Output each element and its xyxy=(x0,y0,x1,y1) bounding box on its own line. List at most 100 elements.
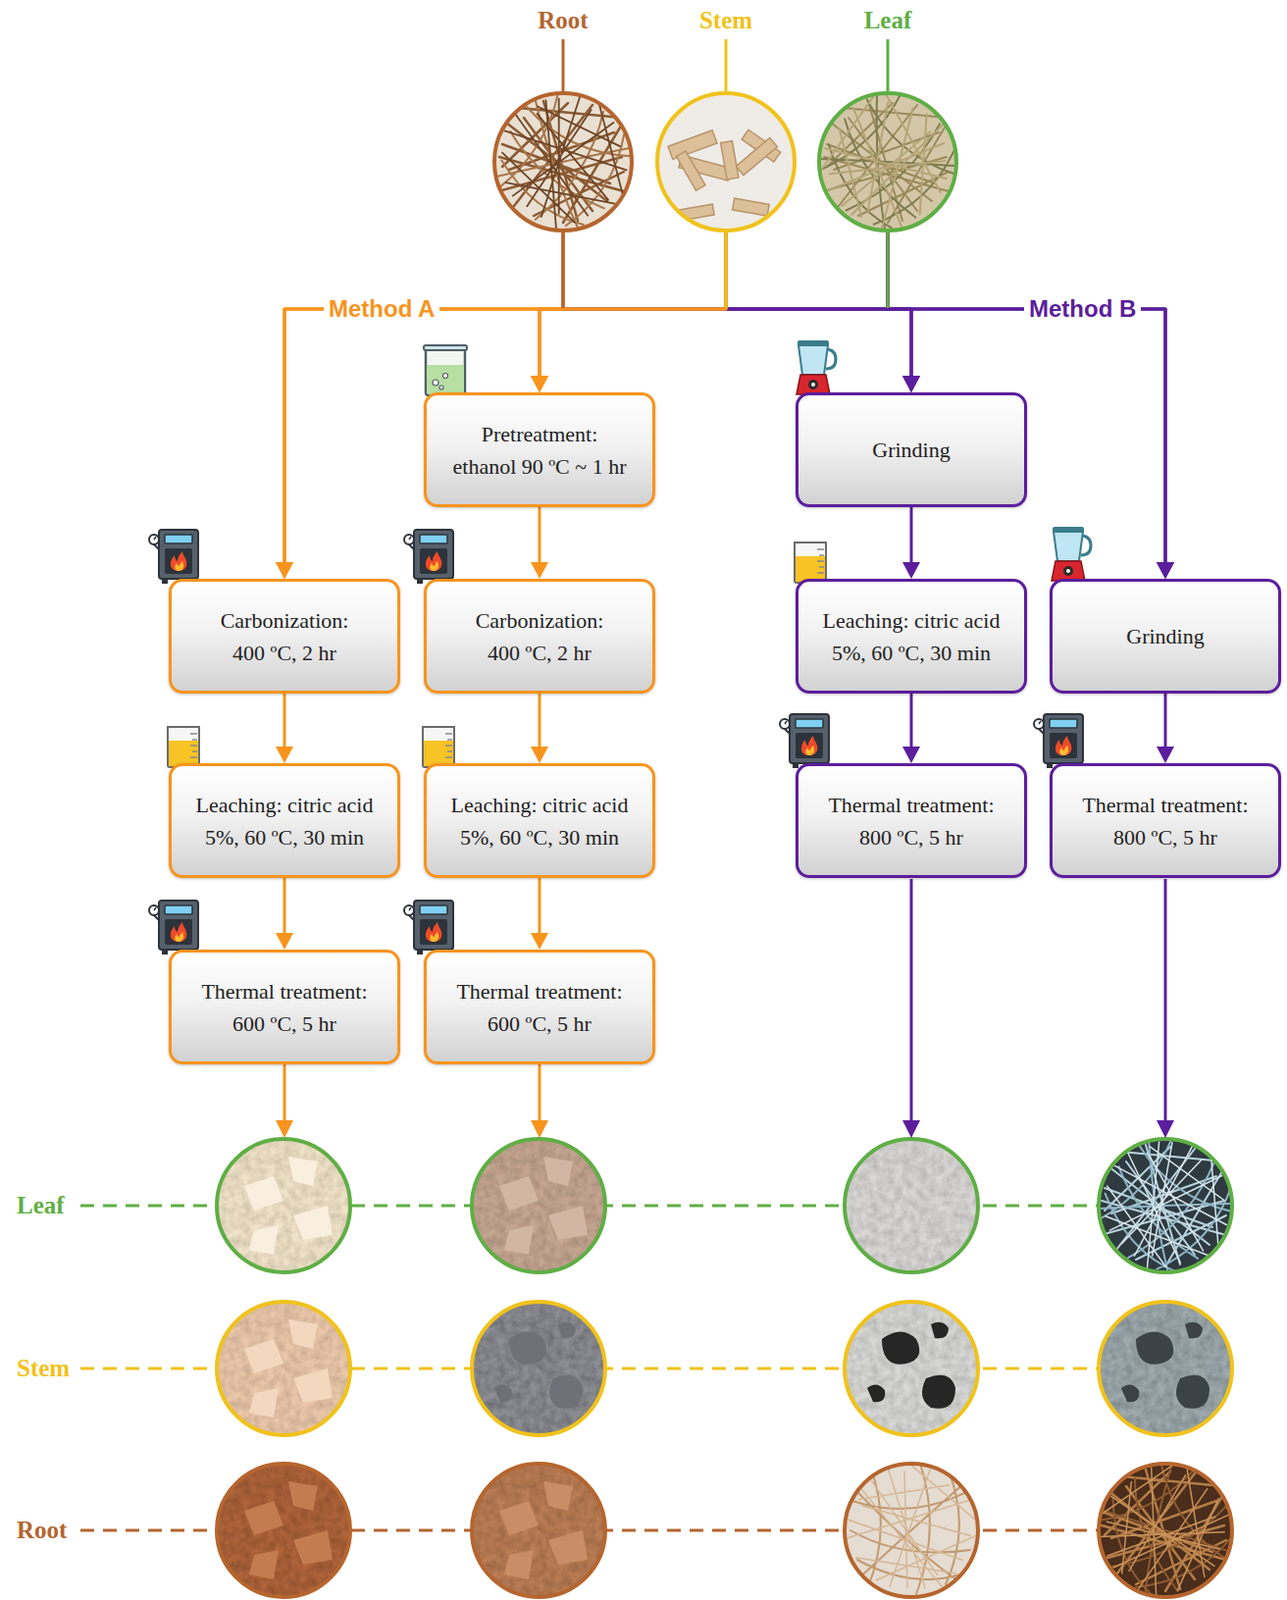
leaf-a-ethanol-product xyxy=(469,1136,608,1275)
raw-stem-photo-part-part-part xyxy=(668,130,718,160)
source-circle: Root xyxy=(489,5,637,233)
flow-line xyxy=(725,232,1166,565)
leaf-b-leached-product-part xyxy=(844,1138,979,1273)
grinder-icon xyxy=(1051,526,1091,581)
source-label: Root xyxy=(489,5,637,36)
step-text: Thermal treatment: 600 ºC, 5 hr xyxy=(201,975,367,1040)
arrow-head xyxy=(530,746,549,764)
root-b-leached-product-part xyxy=(844,1463,979,1597)
arrow-head xyxy=(1156,562,1175,579)
circle-outline xyxy=(814,89,962,235)
stem-a-ethanol-product-part xyxy=(469,1299,608,1438)
root-a-product xyxy=(214,1461,353,1599)
raw-stem-photo-part-part-part xyxy=(732,198,771,216)
process-box: Carbonization: 400 ºC, 2 hr xyxy=(423,578,656,694)
leaf-a-product-part-part xyxy=(214,1136,353,1275)
stem-b-product-part-part xyxy=(1121,1322,1210,1409)
root-b-product-part-part xyxy=(1078,1442,1251,1600)
leaf-a-product xyxy=(214,1136,353,1275)
root-b-leached-product xyxy=(823,1442,996,1600)
stem-b-product-part xyxy=(1096,1299,1235,1438)
leaf-a-product-part-part xyxy=(214,1136,353,1275)
flow-arrow xyxy=(563,232,921,393)
leaf-a-ethanol-product-part-part xyxy=(499,1156,588,1255)
stem-b-product-part-part xyxy=(1096,1299,1235,1438)
raw-root-photo-part-part xyxy=(475,74,648,248)
flow-arrow xyxy=(902,507,921,579)
raw-stem-photo-part xyxy=(655,91,797,233)
stem-a-ethanol-product xyxy=(469,1299,608,1438)
raw-root-photo xyxy=(475,74,648,248)
leaf-b-leached-product-part-part xyxy=(842,1136,980,1275)
stem-a-product xyxy=(214,1299,353,1438)
source-stubs-part xyxy=(724,39,728,92)
step-text: Leaching: citric acid 5%, 60 ºC, 30 min xyxy=(823,604,1001,670)
source-stubs xyxy=(563,39,888,309)
root-b-leached-product-part-part xyxy=(842,1461,980,1599)
acid-beaker-icon xyxy=(167,726,200,768)
arrow-head xyxy=(530,932,549,950)
stem-a-product-part-part xyxy=(244,1319,333,1418)
leaf-a-ethanol-product-part xyxy=(469,1136,608,1275)
process-box: Grinding xyxy=(1049,578,1282,694)
flow-line xyxy=(910,507,914,565)
root-a-ethanol-product-part xyxy=(471,1463,606,1597)
leaf-b-leached-product xyxy=(842,1136,980,1275)
output-arrows xyxy=(275,878,1175,1138)
process-icons xyxy=(149,340,1091,955)
arrow-head xyxy=(902,746,921,764)
root-a-product-part xyxy=(216,1463,351,1597)
step-text: Thermal treatment: 800 ºC, 5 hr xyxy=(1081,788,1248,854)
leaf-b-product-part xyxy=(1098,1138,1233,1273)
source-stubs-part xyxy=(886,231,890,309)
leaf-b-product-part xyxy=(1075,1115,1253,1293)
leaf-a-ethanol-product-part xyxy=(471,1138,606,1273)
row-label: Leaf xyxy=(11,1190,70,1221)
stem-a-product-part-part xyxy=(214,1299,353,1438)
flow-arrow xyxy=(530,232,564,393)
arrow-head xyxy=(902,375,921,393)
stem-b-leached-product-part xyxy=(842,1299,980,1438)
flow-arrow xyxy=(530,877,549,950)
arrow-head xyxy=(1156,746,1175,764)
circle-outline xyxy=(652,89,800,235)
furnace-icon xyxy=(404,529,454,584)
source-label: Leaf xyxy=(814,5,962,36)
arrow-head xyxy=(902,562,921,579)
step-text: Leaching: citric acid 5%, 60 ºC, 30 min xyxy=(451,788,629,854)
furnace-icon xyxy=(404,900,454,955)
step-text: Leaching: citric acid 5%, 60 ºC, 30 min xyxy=(196,788,374,854)
flow-line xyxy=(725,232,912,378)
stem-a-product-part xyxy=(214,1299,353,1438)
flow-arrow xyxy=(530,232,888,393)
arrow-head xyxy=(275,932,294,950)
step-text: Grinding xyxy=(872,433,950,466)
stem-a-product-part xyxy=(216,1301,351,1436)
output-arrows-part xyxy=(1156,1120,1175,1138)
raw-root-photo-part xyxy=(475,74,648,248)
raw-stem-photo xyxy=(655,91,797,233)
flow-line xyxy=(283,693,287,749)
flow-arrow xyxy=(530,693,549,764)
root-a-product-part-part xyxy=(244,1481,333,1580)
grinder-icon xyxy=(796,340,836,395)
method-label: Method B xyxy=(1024,295,1141,324)
arrow-head xyxy=(275,746,294,764)
output-arrows-part xyxy=(538,1064,542,1122)
circle-outline xyxy=(819,93,957,231)
leaf-b-product-part-part xyxy=(1075,1115,1253,1293)
root-a-ethanol-product-part-part xyxy=(499,1481,588,1580)
process-box: Leaching: citric acid 5%, 60 ºC, 30 min xyxy=(168,763,401,878)
source-label: Stem xyxy=(652,5,800,36)
circle-outline xyxy=(657,93,795,231)
source-stubs-part xyxy=(562,39,566,92)
source-circle: Stem xyxy=(652,5,800,233)
stem-a-ethanol-product-part-part xyxy=(469,1299,608,1438)
process-box: Carbonization: 400 ºC, 2 hr xyxy=(168,578,401,694)
source-stubs-part xyxy=(886,39,890,92)
ethanol-flask-icon xyxy=(423,345,467,396)
root-a-ethanol-product-part-part xyxy=(469,1461,608,1599)
raw-stem-photo-part-part xyxy=(655,91,797,233)
flow-line xyxy=(539,232,564,378)
